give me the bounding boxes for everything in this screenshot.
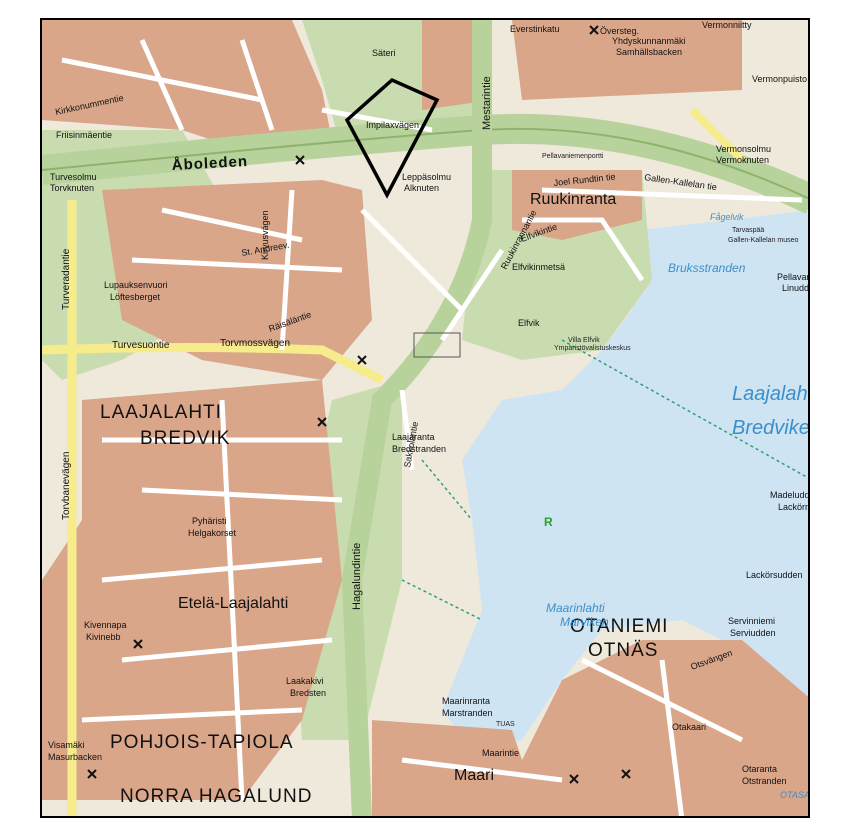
label-torvmossvagen: Torvmossvägen [220,338,290,349]
label-marstranden: Marstranden [442,708,493,718]
label-otstranden: Otstranden [742,776,787,786]
label-otaniemi: OTANIEMI [570,616,668,637]
map-frame[interactable]: LAAJALAHTI BREDVIK POHJOIS-TAPIOLA NORRA… [40,18,810,818]
label-otaranta: Otaranta [742,764,777,774]
label-torvbanevagen: Torvbanevägen [61,452,72,520]
label-maarintie: Maarintie [482,748,519,758]
label-samhallsbacken: Samhällsbacken [616,47,682,57]
label-norra-hagalund: NORRA HAGALUND [120,786,312,807]
label-otnas: OTNÄS [588,640,658,661]
label-vermonpuisto: Vermonpuisto [752,74,807,84]
label-loftesberget: Löftesberget [110,292,161,302]
label-laajaranta: Laajaranta [392,432,435,442]
label-etela-laajalahti: Etelä-Laajalahti [178,595,288,612]
label-pohjois-tapiola: POHJOIS-TAPIOLA [110,732,294,753]
label-gallen-museum: Gallen-Kallelan museo [728,237,799,244]
built-vermo [512,20,742,100]
label-maari: Maari [454,767,494,784]
label-otakaari: Otakaari [672,722,706,732]
label-maarinlahti: Maarinlahti [546,601,605,615]
label-fagelvik: Fågelvik [710,212,744,222]
label-maarinranta: Maarinranta [442,696,490,706]
turvesuontie-road [42,343,385,385]
label-bruksstranden: Bruksstranden [668,261,746,275]
highlight-rectangle[interactable] [344,77,440,199]
label-serviudden: Serviudden [730,628,776,638]
label-vermonsolmu: Vermonsolmu [716,144,771,154]
label-visamaki: Visamäki [48,740,84,750]
small-outline-box [413,332,461,358]
label-reserve: R [544,515,553,529]
label-pyharisti: Pyhäristi [192,516,227,526]
label-lupauksenvuori: Lupauksenvuori [104,280,168,290]
label-linudden: Linudden [782,283,810,293]
label-kirvusvagen: Kirvusvägen [260,210,270,260]
label-ymparistokeskus: Ympäristövalistuskeskus [554,345,631,352]
label-aboleden: Åboleden [171,153,248,174]
label-vermoknuten: Vermoknuten [716,155,769,165]
label-impilaxvagen: Impilaxvägen [366,120,419,130]
label-villa-elfvik: Villa Elfvik [568,337,600,344]
label-pellavaniemi: Pellavanien [777,272,810,282]
label-mestarintie: Mestarintie [481,76,493,130]
label-oversteg: Översteg. [600,26,639,36]
label-bredsten: Bredsten [290,688,326,698]
built-etela [42,380,342,800]
laajalahti-bay [442,210,808,750]
label-leppasolmu: Leppäsolmu [402,172,451,182]
label-turveradantie: Turveradantie [61,248,72,310]
label-laakakivi: Laakakivi [286,676,324,686]
label-otasa: OTASA [780,790,810,800]
label-vermonniitty: Vermonniitty [702,20,752,30]
built-laajalahti [102,180,372,380]
mestarintie-road [341,20,492,816]
label-yhdyskunnanmaki: Yhdyskunnanmäki [612,36,686,46]
label-lackorn: Lackörn [778,502,810,512]
label-laajalahti-water: Laajalahti [732,383,810,405]
label-helgakorset: Helgakorset [188,528,237,538]
junction-markers [87,25,631,784]
label-kivinebb: Kivinebb [86,632,121,642]
coastal-path [401,339,808,621]
label-laajalahti: LAAJALAHTI [100,402,222,423]
vermo-road [689,107,745,163]
label-kivennapa: Kivennapa [84,620,127,630]
label-turvesolmu: Turvesolmu [50,172,97,182]
label-bredstranden: Bredstranden [392,444,446,454]
label-friisinmaentie: Friisinmäentie [56,130,112,140]
label-tarvaspaa: Tarvaspää [732,227,764,234]
label-hagalundintie: Hagalundintie [351,543,363,610]
label-ruukinranta: Ruukinranta [530,191,616,208]
local-roads [61,38,803,816]
label-torvknuten: Torvknuten [50,183,94,193]
label-elfvikinmetsa: Elfvikinmetsä [512,262,565,272]
label-madelud: Madeluddi [770,490,810,500]
map-canvas[interactable]: LAAJALAHTI BREDVIK POHJOIS-TAPIOLA NORRA… [42,20,810,818]
label-masurbacken: Masurbacken [48,752,102,762]
label-pellavaniemenportti: Pellavaniemenportti [542,153,604,160]
label-elfvik: Elfvik [518,318,540,328]
label-marviken: Marviken [560,615,609,629]
label-sateri: Säteri [372,48,396,58]
label-alknuten: Alknuten [404,183,439,193]
built-otaniemi [522,640,808,816]
label-bredviken: Bredviken [732,417,810,439]
label-turvesuontie: Turvesuontie [112,340,170,351]
label-bredvik: BREDVIK [140,428,230,449]
label-tuas: TUAS [496,721,515,728]
label-lackorsudden: Lackörsudden [746,570,803,580]
label-servinniemi: Servinniemi [728,616,775,626]
label-everstinkatu: Everstinkatu [510,24,560,34]
